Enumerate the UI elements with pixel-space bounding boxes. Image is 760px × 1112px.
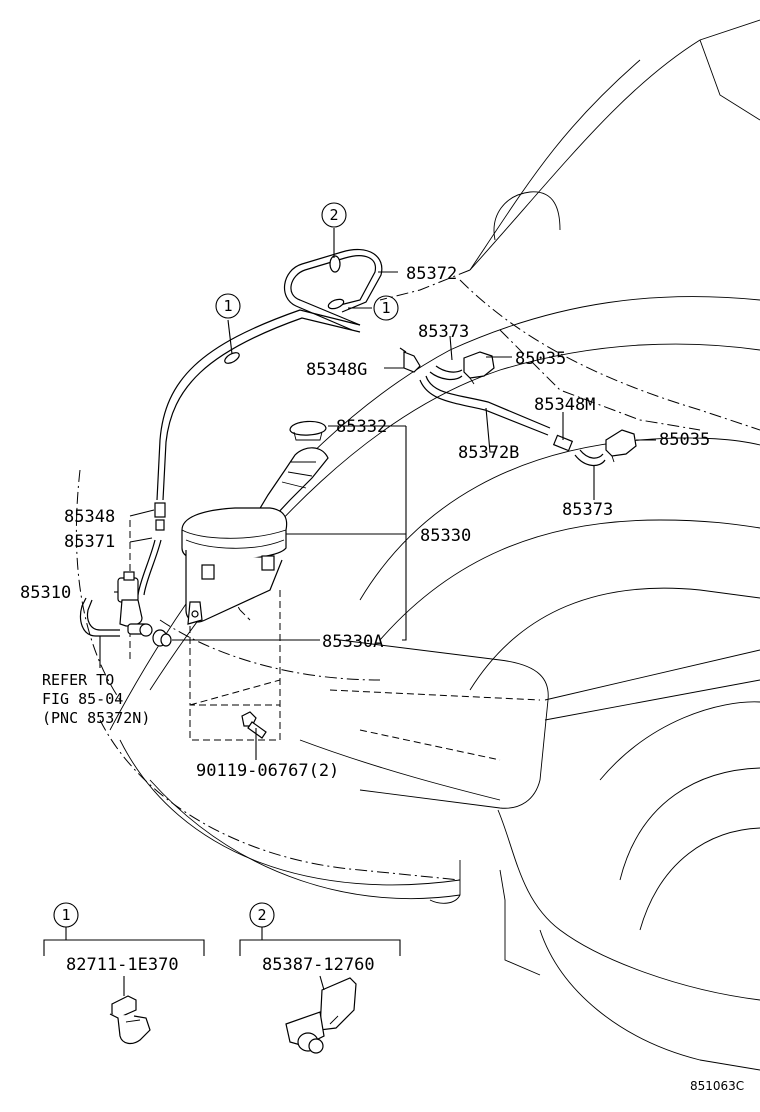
- label-85371: 85371: [64, 532, 115, 552]
- joint-85348: [154, 502, 166, 518]
- marker-number: 2: [257, 906, 266, 924]
- marker-number: 1: [381, 299, 390, 317]
- nozzle-85035-top: [463, 351, 495, 379]
- refer-line-3: (PNC 85372N): [42, 709, 150, 727]
- diagram-code: 851063C: [690, 1079, 744, 1093]
- marker-1-left: 1: [215, 293, 241, 319]
- marker-1-right: 1: [373, 295, 399, 321]
- part-labels: 85372 85373 85035 85348G 85348M 85035 85…: [20, 264, 744, 1093]
- label-85332: 85332: [336, 417, 387, 437]
- label-85348m: 85348M: [534, 395, 595, 415]
- joint-85348m: [552, 434, 574, 452]
- marker-number: 1: [223, 297, 232, 315]
- marker-number: 1: [61, 906, 70, 924]
- refer-line-2: FIG 85-04: [42, 690, 123, 708]
- clip-82711-1e370: [109, 995, 151, 1045]
- label-85035-top: 85035: [515, 349, 566, 369]
- washer-hoses: [79, 248, 606, 637]
- label-85373-bottom: 85373: [562, 500, 613, 520]
- label-85035-right: 85035: [659, 430, 710, 450]
- leader-lines: [43, 228, 656, 996]
- nozzle-85035-right: [605, 429, 637, 457]
- marker-2-top: 2: [321, 202, 347, 228]
- reservoir-85330: [181, 447, 329, 625]
- label-85373-top: 85373: [418, 322, 469, 342]
- joint-85348g: [403, 351, 421, 373]
- label-85372b: 85372B: [458, 443, 519, 463]
- legend-part-1: 82711-1E370: [66, 955, 179, 975]
- label-85348: 85348: [64, 507, 115, 527]
- label-85372: 85372: [406, 264, 457, 284]
- cap-85332: [289, 420, 327, 436]
- label-85348g: 85348G: [306, 360, 367, 380]
- legend-marker-2: 2: [249, 902, 275, 928]
- refer-line-1: REFER TO: [42, 671, 114, 689]
- clamp-85387-12760: [285, 977, 357, 1054]
- marker-number: 2: [329, 206, 338, 224]
- pump-85310: [117, 571, 153, 637]
- bolt-90119: [241, 711, 267, 739]
- grommet-85330a: [152, 629, 172, 647]
- label-bolt-90119: 90119-06767(2): [196, 761, 339, 781]
- legend-part-2: 85387-12760: [262, 955, 375, 975]
- washer-parts: [109, 255, 637, 1054]
- reference-lines: [75, 269, 760, 881]
- label-85330a: 85330A: [322, 632, 383, 652]
- label-85310: 85310: [20, 583, 71, 603]
- legend-marker-1: 1: [53, 902, 79, 928]
- label-85330: 85330: [420, 526, 471, 546]
